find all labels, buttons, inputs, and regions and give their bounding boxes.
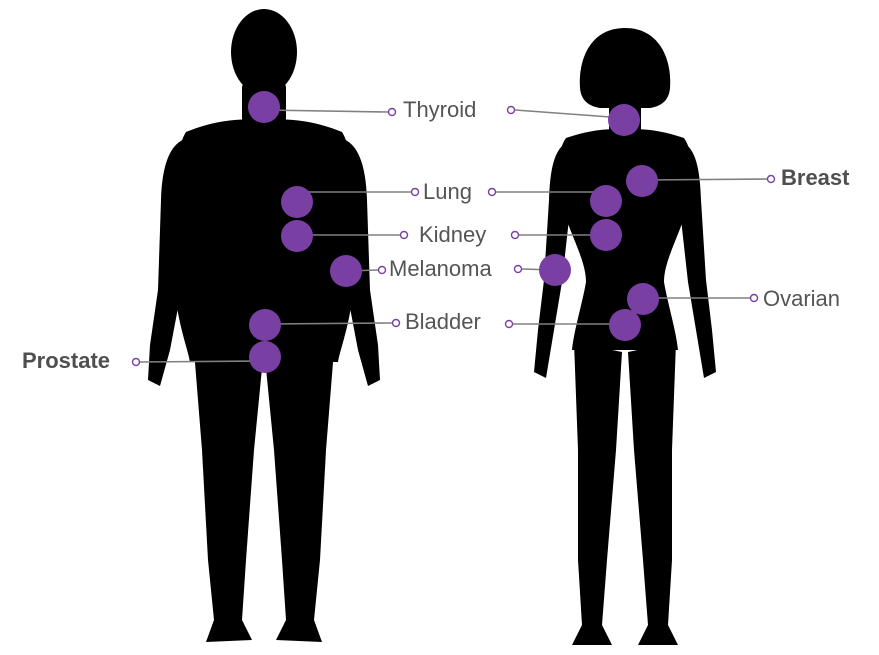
endpoint-kidney-female	[512, 232, 519, 239]
marker-ovarian	[627, 283, 659, 315]
marker-kidney-female	[590, 219, 622, 251]
female-right-arm	[680, 142, 716, 378]
endpoint-lung-female	[489, 189, 496, 196]
label-bladder: Bladder	[405, 309, 481, 335]
male-left-leg	[194, 350, 263, 642]
label-ovarian: Ovarian	[763, 286, 840, 312]
endpoint-kidney-male	[401, 232, 408, 239]
male-right-leg	[265, 350, 334, 642]
endpoint-bladder-female	[506, 321, 513, 328]
endpoint-ovarian	[751, 295, 758, 302]
male-left-arm	[148, 138, 188, 386]
marker-melanoma-male	[330, 255, 362, 287]
endpoint-melanoma-male	[379, 267, 386, 274]
endpoint-thyroid-male	[389, 109, 396, 116]
marker-lung-female	[590, 185, 622, 217]
marker-prostate	[249, 341, 281, 373]
prostate-line	[140, 361, 265, 362]
label-melanoma: Melanoma	[389, 256, 492, 282]
bladder-male-line	[265, 323, 392, 324]
endpoint-bladder-male	[393, 320, 400, 327]
marker-thyroid-male	[248, 91, 280, 123]
female-right-leg	[628, 342, 678, 645]
marker-bladder-female	[609, 309, 641, 341]
endpoint-melanoma-female	[515, 266, 522, 273]
endpoint-lung-male	[412, 189, 419, 196]
marker-melanoma-female	[539, 254, 571, 286]
label-kidney: Kidney	[419, 222, 486, 248]
marker-bladder-male	[249, 309, 281, 341]
label-thyroid: Thyroid	[403, 97, 476, 123]
label-prostate: Prostate	[22, 348, 110, 374]
marker-kidney-male	[281, 220, 313, 252]
endpoint-prostate	[133, 359, 140, 366]
label-breast: Breast	[781, 165, 849, 191]
female-left-leg	[572, 342, 622, 645]
endpoint-breast	[768, 176, 775, 183]
breast-line	[642, 179, 767, 180]
marker-thyroid-female	[608, 104, 640, 136]
marker-breast	[626, 165, 658, 197]
marker-lung-male	[281, 186, 313, 218]
thyroid-female-line	[515, 110, 624, 118]
endpoint-thyroid-female	[508, 107, 515, 114]
label-lung: Lung	[423, 179, 472, 205]
